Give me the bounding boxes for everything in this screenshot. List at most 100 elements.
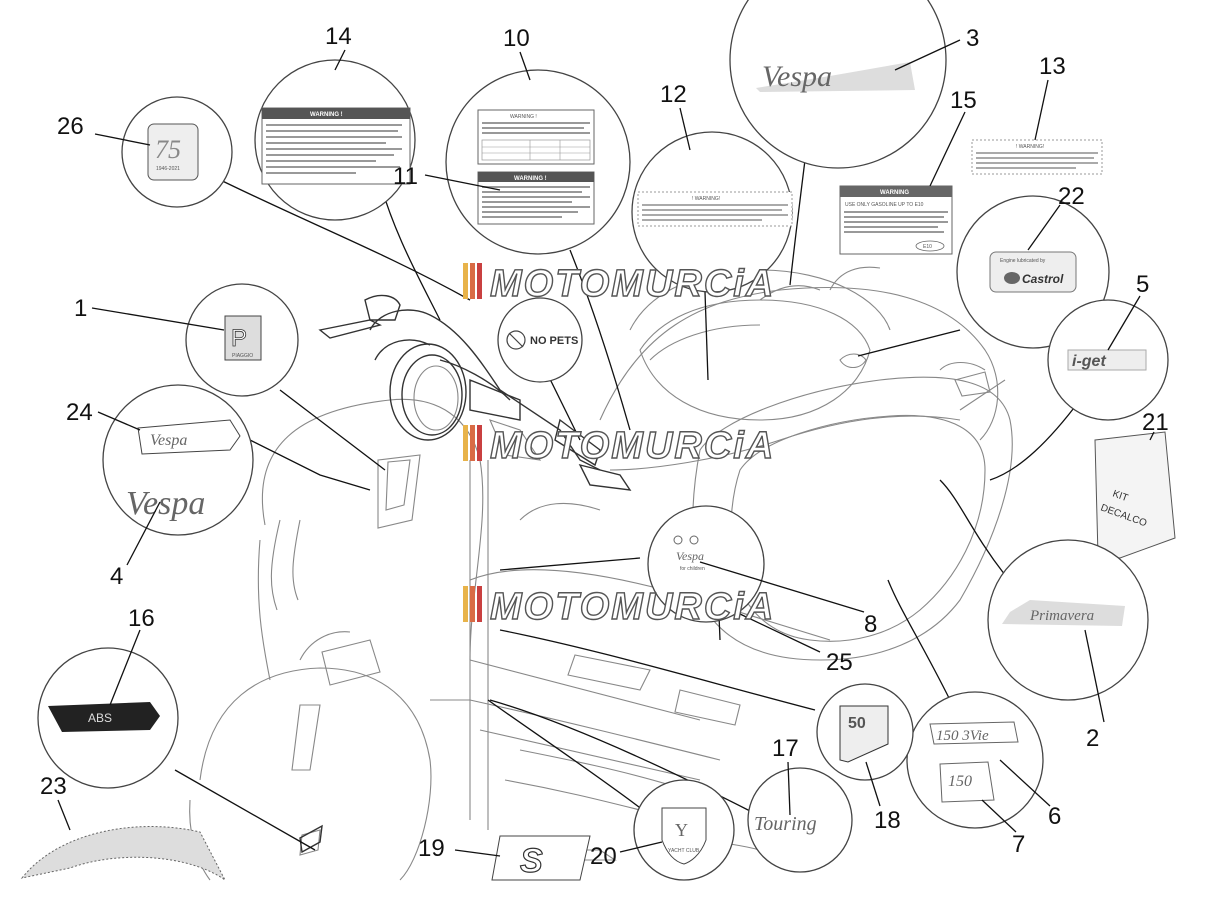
bubble-24-4: Vespa Vespa xyxy=(102,384,371,536)
svg-text:Y: Y xyxy=(675,820,688,840)
bubble-5: i-get xyxy=(989,299,1169,481)
bubble-18: 50 xyxy=(499,629,914,781)
piaggio-text: PIAGGIO xyxy=(232,353,253,359)
piaggio-badge xyxy=(224,315,262,361)
callout-8: 8 xyxy=(864,611,877,638)
callout-19: 19 xyxy=(418,835,445,862)
yacht-club-badge xyxy=(661,807,707,865)
callout-16: 16 xyxy=(128,605,155,632)
callout-21: 21 xyxy=(1142,409,1169,436)
vespa-logo-3 xyxy=(756,62,915,92)
warning-label-11-title: WARNING ! xyxy=(514,176,547,182)
kit-decalco-envelope xyxy=(1094,431,1176,559)
s-badge-text: S xyxy=(520,842,543,880)
callout-13: 13 xyxy=(1039,53,1066,80)
for-children-text: for children xyxy=(680,566,705,572)
callout-6: 6 xyxy=(1048,803,1061,830)
bubble-26: 75 1946-2021 xyxy=(121,96,471,301)
decal-13: ! WARNING! xyxy=(971,139,1103,175)
bubble-12: ! WARNING! xyxy=(631,131,793,381)
decal-19: S xyxy=(491,835,591,881)
watermark-1: MOTOMURCiA xyxy=(463,262,775,306)
badge-150 xyxy=(939,761,995,803)
callout-22: 22 xyxy=(1058,183,1085,210)
warning-label-12-title: ! WARNING! xyxy=(692,196,720,202)
fuel-warning-label xyxy=(839,185,953,255)
bubble-14: WARNING ! xyxy=(254,59,441,321)
vespa-children-decal: Vespa xyxy=(676,549,704,563)
yacht-club-text: YACHT CLUB xyxy=(668,848,700,854)
watermark-group: MOTOMURCiA MOTOMURCiA MOTOMURCiA xyxy=(463,262,775,629)
svg-text:P: P xyxy=(231,325,247,352)
callout-11: 11 xyxy=(393,163,418,190)
75-years-date: 1946-2021 xyxy=(156,166,180,172)
fuel-warning-line: USE ONLY GASOLINE UP TO E10 xyxy=(845,202,924,208)
headlight xyxy=(389,343,467,441)
callout-26: 26 xyxy=(57,113,84,140)
callout-25: 25 xyxy=(826,649,853,676)
watermark-2: MOTOMURCiA xyxy=(463,424,775,468)
iget-decal xyxy=(1067,349,1147,371)
decal-23 xyxy=(20,826,226,881)
callout-5: 5 xyxy=(1136,271,1149,298)
decal-21: KIT DECALCO xyxy=(1094,431,1176,559)
callout-15: 15 xyxy=(950,87,977,114)
svg-text:75: 75 xyxy=(155,135,181,164)
callout-3: 3 xyxy=(966,25,979,52)
bubble-20: Y YACHT CLUB xyxy=(487,699,735,881)
callout-10: 10 xyxy=(503,25,530,52)
primavera-decal xyxy=(1002,600,1125,626)
bubble-2: Primavera xyxy=(939,479,1149,701)
callout-1: 1 xyxy=(74,295,87,322)
bubble-1: P PIAGGIO xyxy=(185,283,386,471)
warning-label-14-title: WARNING ! xyxy=(310,112,343,118)
fuel-warning-title: WARNING xyxy=(880,190,909,196)
castrol-top-text: Engine lubricated by xyxy=(1000,258,1046,264)
callout-20: 20 xyxy=(590,843,617,870)
stripe-decal xyxy=(20,826,226,881)
callout-23: 23 xyxy=(40,773,67,800)
bubble-16: ABS xyxy=(37,647,316,851)
bubble-17: Touring xyxy=(489,699,853,873)
bubble-6-7: 150 3Vie 150 xyxy=(887,579,1044,829)
vespa-50-text: 50 xyxy=(848,715,866,732)
callout-2: 2 xyxy=(1086,725,1099,752)
callout-18: 18 xyxy=(874,807,901,834)
callout-numbers: 14 10 11 12 3 13 15 22 26 1 24 4 5 21 2 … xyxy=(40,23,1169,870)
abs-decal xyxy=(48,702,160,732)
callout-24: 24 xyxy=(66,399,93,426)
75-years-decal xyxy=(147,123,199,181)
abs-text: ABS xyxy=(88,711,112,725)
callout-17: 17 xyxy=(772,735,799,762)
bubble-22: Engine lubricated by Castrol xyxy=(857,195,1110,357)
s-badge xyxy=(491,835,591,881)
bubble-3: Vespa xyxy=(729,0,947,286)
warning-label-10 xyxy=(477,109,595,165)
castrol-brand: Castrol xyxy=(1022,272,1064,286)
watermark-text-1: MOTOMURCiA xyxy=(490,263,775,305)
bubble-no-pets: NO PETS xyxy=(497,297,583,441)
iget-text: i-get xyxy=(1072,353,1106,370)
warning-label-13-title: ! WARNING! xyxy=(1016,144,1044,150)
vespa-badge-24 xyxy=(137,419,241,455)
bubble-10-11: WARNING ! WARNING ! xyxy=(445,69,631,431)
badge-150-3vie xyxy=(929,721,1019,745)
callout-14: 14 xyxy=(325,23,352,50)
vespa-50-badge xyxy=(839,705,889,763)
kit-line1: KIT xyxy=(1111,488,1129,504)
watermark-text-3: MOTOMURCiA xyxy=(490,586,775,628)
watermark-3: MOTOMURCiA xyxy=(463,585,775,629)
badge-150-3vie-text: 150 3Vie xyxy=(936,728,989,744)
touring-decal: Touring xyxy=(754,813,817,835)
warning-label-14 xyxy=(261,107,411,185)
callout-4: 4 xyxy=(110,563,123,590)
scooter-outline xyxy=(189,266,1013,881)
no-pets-text: NO PETS xyxy=(530,335,578,347)
fuel-code: E10 xyxy=(923,244,932,250)
watermark-text-2: MOTOMURCiA xyxy=(490,425,775,467)
callout-7: 7 xyxy=(1012,831,1025,858)
warning-label-10-title: WARNING ! xyxy=(510,114,537,120)
badge-150-text: 150 xyxy=(948,773,972,790)
handlebar-assembly xyxy=(318,294,632,491)
